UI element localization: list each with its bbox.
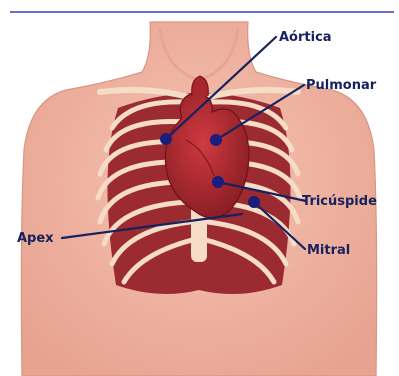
- mitral-marker: [248, 196, 260, 208]
- tricuspide-label: Tricúspide: [302, 194, 377, 209]
- pulmonar-label: Pulmonar: [306, 78, 377, 93]
- aortica-label: Aórtica: [279, 30, 332, 45]
- mitral-label: Mitral: [307, 243, 350, 258]
- tricuspide-marker: [212, 176, 224, 188]
- pulmonar-marker: [210, 134, 222, 146]
- aortica-marker: [160, 133, 172, 145]
- apex-label: Apex: [17, 231, 54, 246]
